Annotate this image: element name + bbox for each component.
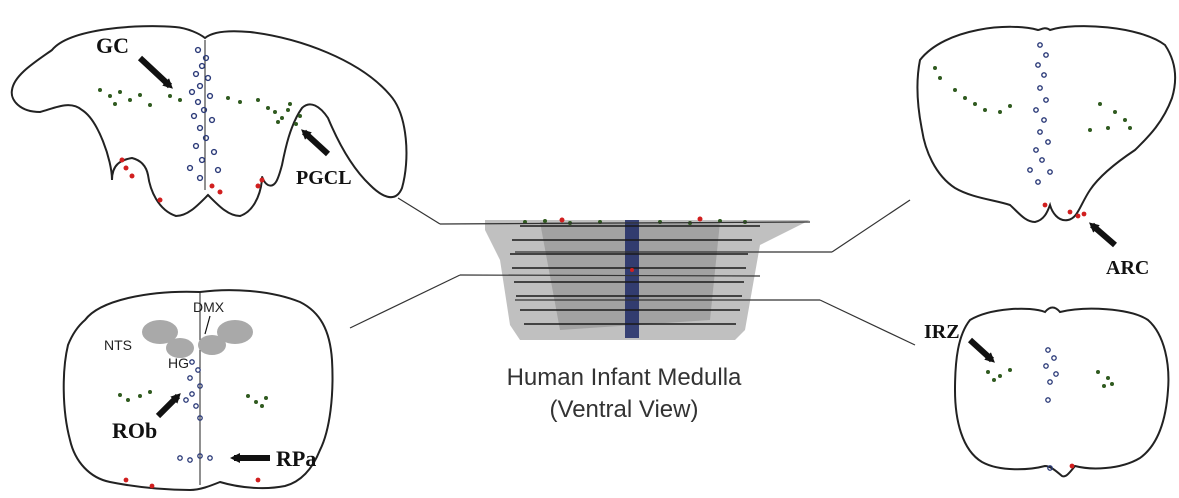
connector-bottom-left	[350, 275, 460, 328]
label-pgcl: PGCL	[296, 167, 352, 189]
volume-midline	[625, 220, 639, 338]
cells-bottom-right-ventral	[1070, 464, 1075, 469]
connector-top-right	[832, 200, 910, 252]
label-irz: IRZ	[924, 321, 960, 343]
caption-line1: Human Infant Medulla	[507, 364, 742, 391]
label-rob: ROb	[112, 418, 157, 443]
connector-top-left	[398, 198, 440, 224]
label-dmx: DMX	[193, 299, 225, 315]
medulla-volume	[485, 217, 810, 341]
label-rpa: RPa	[276, 446, 316, 471]
label-nts: NTS	[104, 337, 132, 353]
caption-line2: (Ventral View)	[550, 396, 699, 423]
arrow-icon	[304, 132, 328, 154]
section-outline-bottom-right	[955, 308, 1168, 477]
connector-bottom-right	[820, 300, 915, 345]
section-outline-top-right	[917, 26, 1175, 222]
arrow-icon	[1092, 225, 1115, 245]
label-arc: ARC	[1106, 257, 1149, 279]
label-hg: HG	[168, 355, 189, 371]
label-gc: GC	[96, 33, 129, 58]
